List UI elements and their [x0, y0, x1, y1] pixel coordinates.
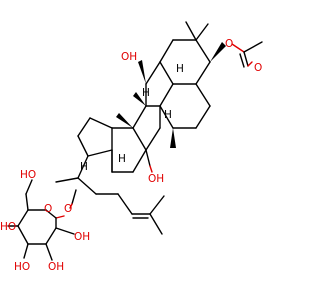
bonds-hydroxyls-core: [138, 60, 153, 173]
label-oh-sugar-4: HO: [0, 221, 16, 233]
label-oh-c6: OH: [121, 51, 137, 63]
label-oh-sugar-3: OH: [48, 261, 64, 273]
label-h-5: H: [176, 63, 184, 75]
label-o-acetate-carbonyl: O: [254, 62, 262, 74]
label-o-glycosidic: O: [64, 203, 72, 215]
bonds-acetate: [210, 41, 263, 68]
bonds-ring-c: [111, 61, 161, 173]
bonds-methyls: [116, 92, 176, 148]
bonds-sugar: [7, 179, 77, 261]
bonds-ring-d: [77, 117, 113, 173]
bonds-side-chain: [55, 155, 165, 235]
atom-labels: OH O O OH O HO O OH OH HO HO H H H H H: [0, 38, 262, 273]
bonds-ring-ab: [159, 21, 211, 129]
label-h-17: H: [80, 161, 88, 173]
label-o-ring: O: [44, 203, 52, 215]
label-oh-sugar-2: OH: [74, 231, 90, 243]
label-oh-ch2: HO: [20, 169, 36, 181]
molecule-structure: OH O O OH O HO O OH OH HO HO H H H H H: [0, 21, 263, 273]
label-h-13: H: [118, 153, 126, 165]
label-oh-sugar-4b: HO: [14, 261, 30, 273]
label-oh-c12: OH: [148, 173, 164, 185]
label-o-acetate-ester: O: [225, 38, 233, 50]
label-h-8: H: [164, 109, 172, 121]
label-h-9: H: [142, 87, 150, 99]
